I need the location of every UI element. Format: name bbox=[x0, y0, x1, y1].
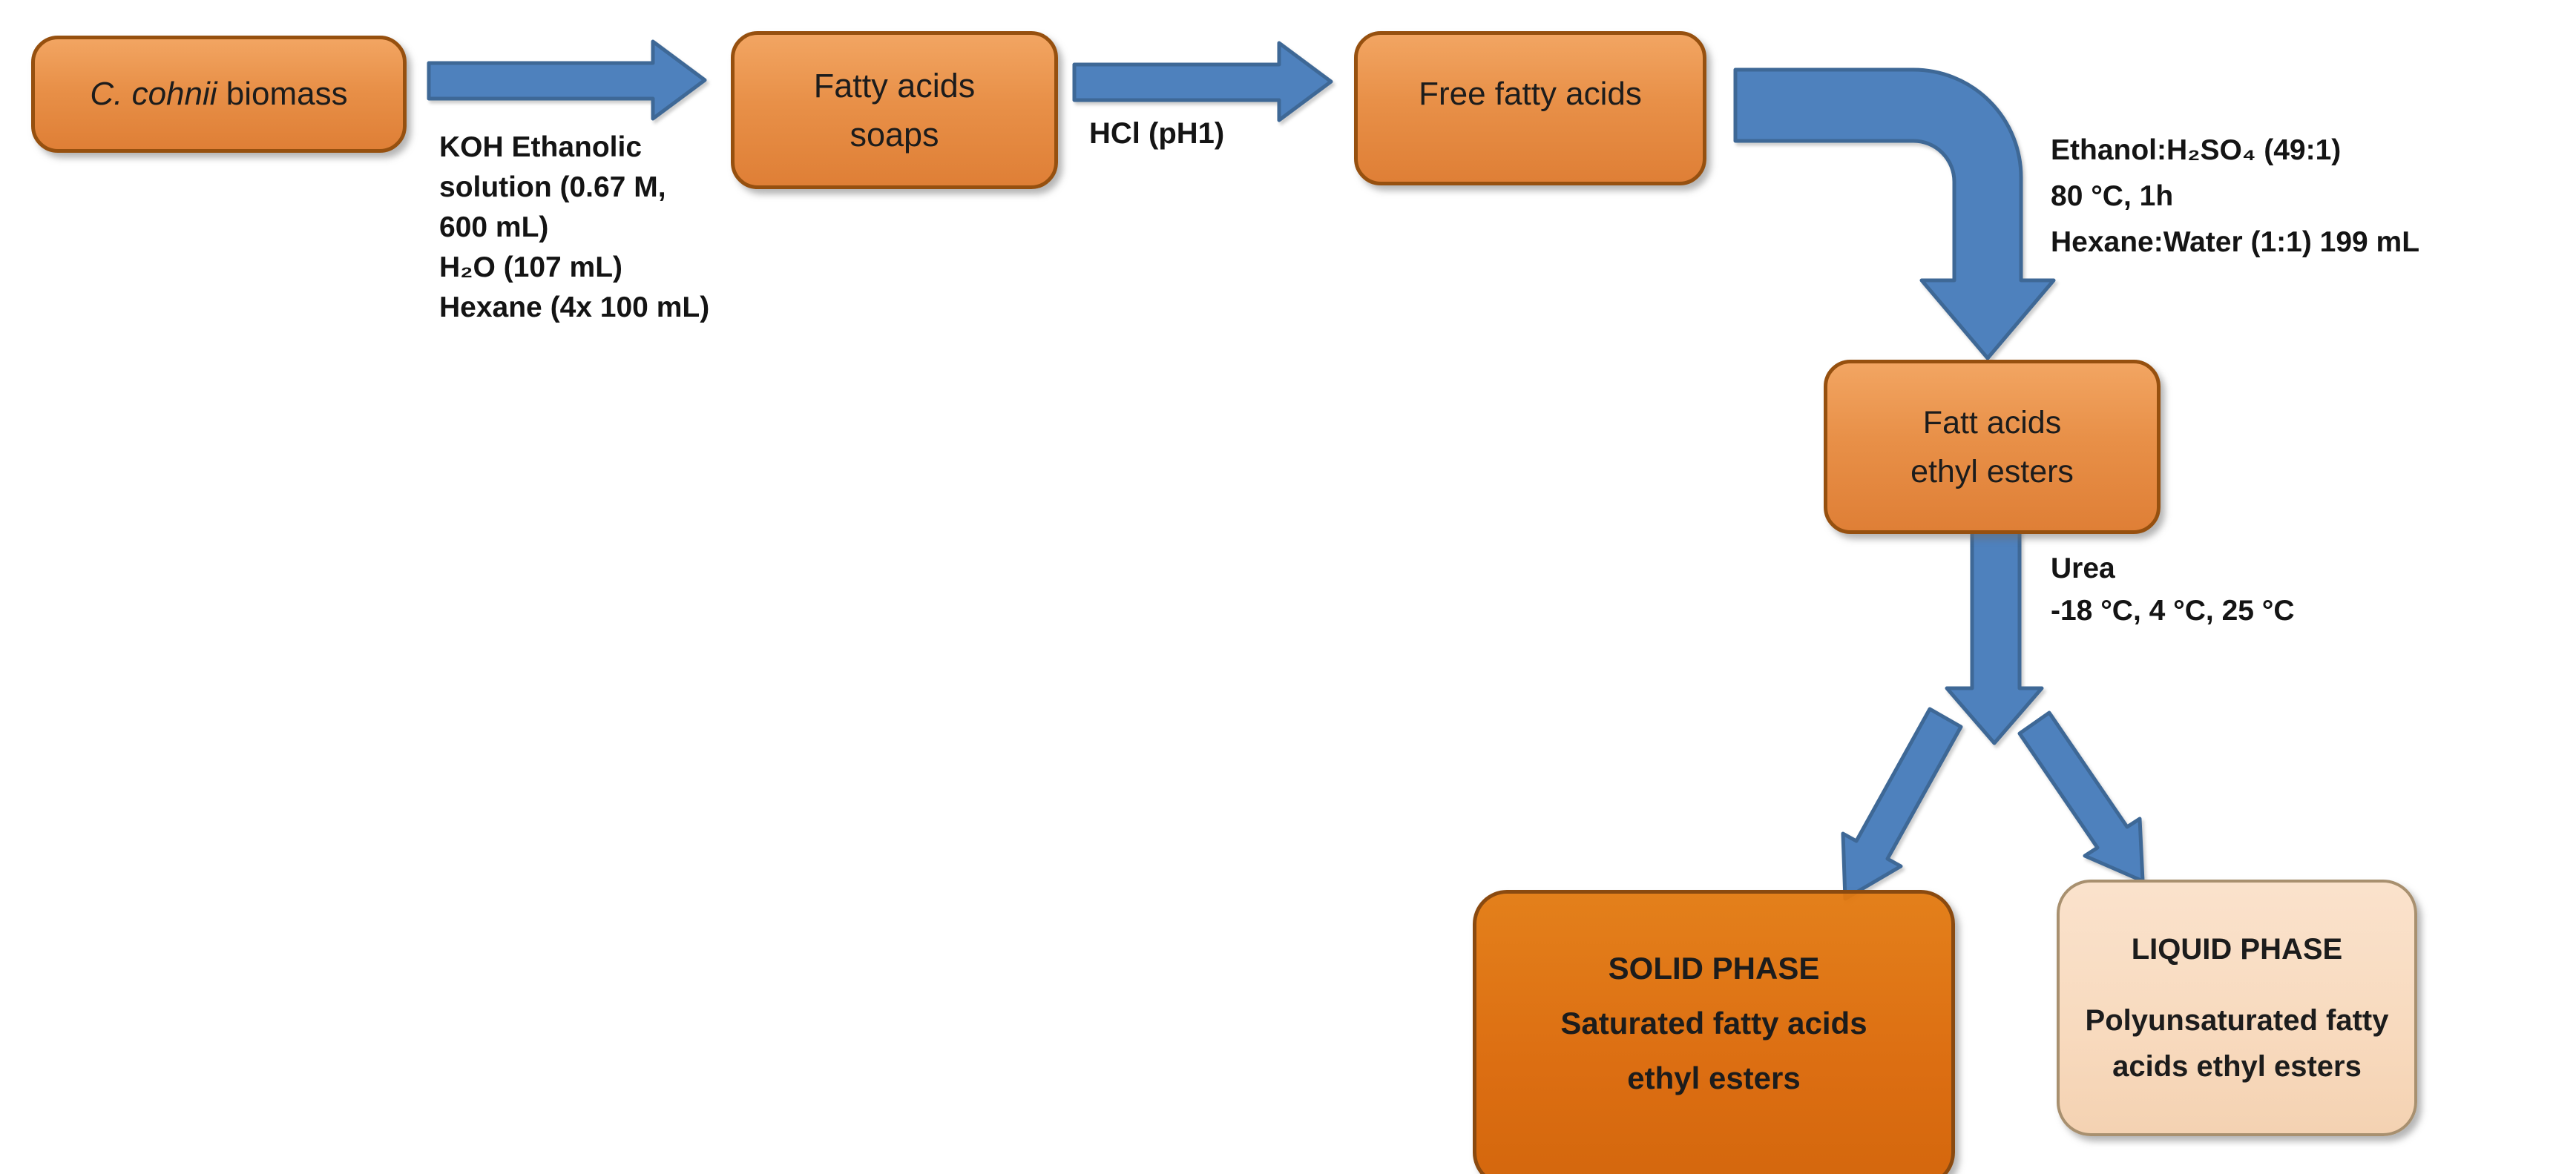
liquid-phase-heading: LIQUID PHASE bbox=[2131, 933, 2343, 966]
arrow-right-acidification-icon bbox=[1072, 41, 1333, 122]
solid-phase-heading: SOLID PHASE bbox=[1608, 951, 1820, 986]
arrow-elbow-esterification-icon bbox=[1733, 67, 2056, 360]
label-line: Urea bbox=[2051, 553, 2115, 584]
node-esters-line: ethyl esters bbox=[1910, 453, 2074, 489]
arrow-branch-left-icon bbox=[1841, 707, 1963, 901]
arrow-right-saponification-icon bbox=[427, 39, 707, 121]
label-line: Hexane (4x 100 mL) bbox=[439, 291, 710, 323]
arrow-branch-right-icon bbox=[2017, 710, 2145, 883]
node-biomass: C. cohnii biomass bbox=[31, 36, 407, 153]
label-line: 80 °C, 1h bbox=[2051, 180, 2174, 212]
node-soaps-line: soaps bbox=[850, 115, 939, 154]
label-hcl: HCl (pH1) bbox=[1089, 117, 1225, 150]
label-urea-conditions: Urea -18 °C, 4 °C, 25 °C bbox=[2051, 547, 2295, 632]
node-liquid-phase: LIQUID PHASE Polyunsaturated fatty acids… bbox=[2057, 880, 2417, 1136]
node-soaps-line: Fatty acids bbox=[813, 66, 976, 105]
label-esterification-conditions: Ethanol:H₂SO₄ (49:1) 80 °C, 1h Hexane:Wa… bbox=[2051, 128, 2419, 266]
node-biomass-label: C. cohnii biomass bbox=[90, 76, 348, 112]
node-fatty-acid-ethyl-esters: Fatt acids ethyl esters bbox=[1824, 360, 2161, 534]
label-line: -18 °C, 4 °C, 25 °C bbox=[2051, 595, 2295, 627]
label-line: H₂O (107 mL) bbox=[439, 251, 623, 283]
label-line: Ethanol:H₂SO₄ (49:1) bbox=[2051, 134, 2342, 166]
node-solid-phase: SOLID PHASE Saturated fatty acids ethyl … bbox=[1473, 890, 1955, 1174]
arrow-down-urea-icon bbox=[1945, 521, 2044, 745]
label-line: solution (0.67 M, bbox=[439, 171, 666, 203]
node-free-fatty-label: Free fatty acids bbox=[1419, 76, 1642, 112]
liquid-phase-line: Polyunsaturated fatty bbox=[2085, 1004, 2389, 1037]
solid-phase-line: Saturated fatty acids bbox=[1560, 1006, 1867, 1041]
label-line: Hexane:Water (1:1) 199 mL bbox=[2051, 226, 2420, 258]
label-koh-conditions: KOH Ethanolic solution (0.67 M, 600 mL) … bbox=[439, 128, 709, 328]
node-free-fatty-acids: Free fatty acids bbox=[1354, 31, 1706, 185]
label-line: 600 mL) bbox=[439, 211, 549, 243]
node-esters-line: Fatt acids bbox=[1922, 404, 2062, 441]
label-line: KOH Ethanolic bbox=[439, 131, 643, 163]
node-fatty-acid-soaps: Fatty acids soaps bbox=[731, 31, 1058, 189]
liquid-phase-line: acids ethyl esters bbox=[2112, 1050, 2362, 1083]
solid-phase-line: ethyl esters bbox=[1627, 1061, 1801, 1095]
